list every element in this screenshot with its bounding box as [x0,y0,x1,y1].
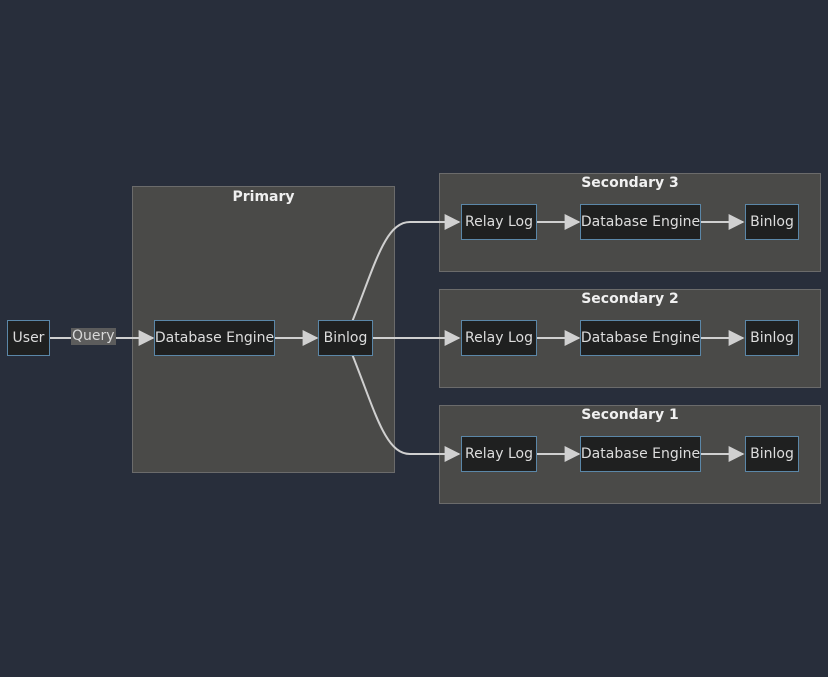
node-s1-database-engine: Database Engine [580,436,701,472]
cluster-title-secondary-3: Secondary 3 [581,175,679,191]
node-s3-binlog: Binlog [745,204,799,240]
node-s1-binlog: Binlog [745,436,799,472]
edge-binlog-to-s1-relay [351,353,461,462]
node-s2-database-engine: Database Engine [580,320,701,356]
cluster-title-secondary-2: Secondary 2 [581,291,679,307]
cluster-title-secondary-1: Secondary 1 [581,407,679,423]
node-s2-relay-log: Relay Log [461,320,537,356]
node-s1-relay-log: Relay Log [461,436,537,472]
node-primary-binlog: Binlog [318,320,373,356]
node-s3-relay-log: Relay Log [461,204,537,240]
cluster-title-primary: Primary [232,189,295,205]
node-user: User [7,320,50,356]
node-s3-database-engine: Database Engine [580,204,701,240]
node-primary-database-engine: Database Engine [154,320,275,356]
node-s2-binlog: Binlog [745,320,799,356]
edge-label-query: Query [71,328,116,345]
edge-binlog-to-s3-relay [351,214,461,323]
